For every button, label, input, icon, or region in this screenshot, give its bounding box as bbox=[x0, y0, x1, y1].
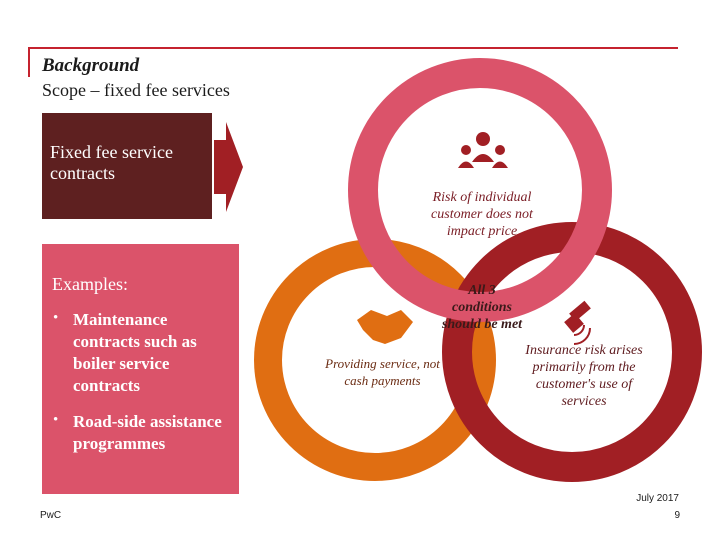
fixed-fee-label: Fixed fee service contracts bbox=[50, 142, 173, 183]
example-text: Road-side assistance programmes bbox=[73, 412, 222, 453]
top-circle-text: Risk of individual customer does not imp… bbox=[431, 190, 533, 239]
list-item: • Maintenance contracts such as boiler s… bbox=[53, 309, 238, 397]
footer-date: July 2017 bbox=[636, 493, 679, 504]
examples-list: • Maintenance contracts such as boiler s… bbox=[53, 309, 238, 455]
bullet-icon: • bbox=[53, 412, 59, 428]
page-number: 9 bbox=[674, 510, 680, 521]
fixed-fee-box bbox=[42, 113, 212, 219]
examples-heading: Examples: bbox=[52, 274, 128, 294]
example-text: Maintenance contracts such as boiler ser… bbox=[73, 310, 197, 395]
examples-box bbox=[42, 244, 239, 494]
list-item: • Road-side assistance programmes bbox=[53, 411, 238, 455]
arrow-right-icon bbox=[214, 122, 243, 212]
venn-circle-top bbox=[348, 58, 612, 322]
center-text: All 3 conditions should be met bbox=[441, 283, 523, 332]
footer-brand: PwC bbox=[40, 510, 62, 521]
people-group-icon bbox=[458, 132, 508, 168]
header-rule bbox=[28, 47, 678, 49]
bullet-icon: • bbox=[53, 310, 59, 326]
handshake-icon bbox=[357, 310, 413, 344]
satellite-icon bbox=[564, 300, 591, 345]
header-rule-vertical bbox=[28, 47, 30, 77]
left-circle-text: Providing service, not cash payments bbox=[325, 356, 440, 388]
slide-title: Background bbox=[42, 55, 140, 76]
slide-subtitle: Scope – fixed fee services bbox=[42, 80, 230, 100]
right-circle-text: Insurance risk arises primarily from the… bbox=[525, 343, 643, 409]
